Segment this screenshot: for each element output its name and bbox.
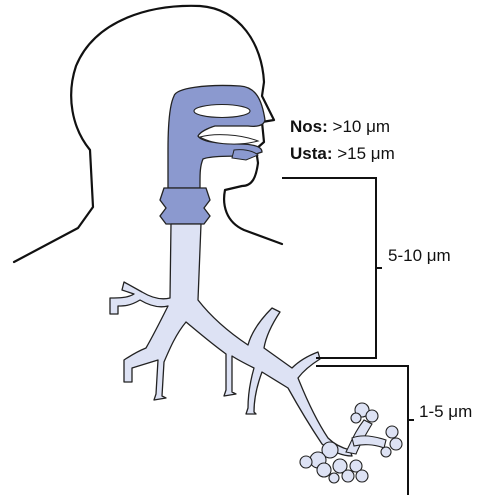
nasal-passage (194, 105, 250, 118)
label-range-5-10: 5-10 μm (388, 246, 451, 266)
label-nose-value: >10 μm (333, 117, 391, 136)
larynx (160, 188, 210, 224)
trachea-bronchi (110, 224, 352, 456)
label-nose-name: Nos: (290, 117, 328, 136)
label-mouth-name: Usta: (290, 144, 333, 163)
label-mouth-value: >15 μm (337, 144, 395, 163)
label-range-1-5: 1-5 μm (419, 402, 472, 422)
bracket-5-10 (282, 178, 382, 358)
head-silhouette (14, 6, 282, 262)
label-mouth: Usta: >15 μm (290, 144, 395, 164)
label-nose: Nos: >10 μm (290, 117, 390, 137)
